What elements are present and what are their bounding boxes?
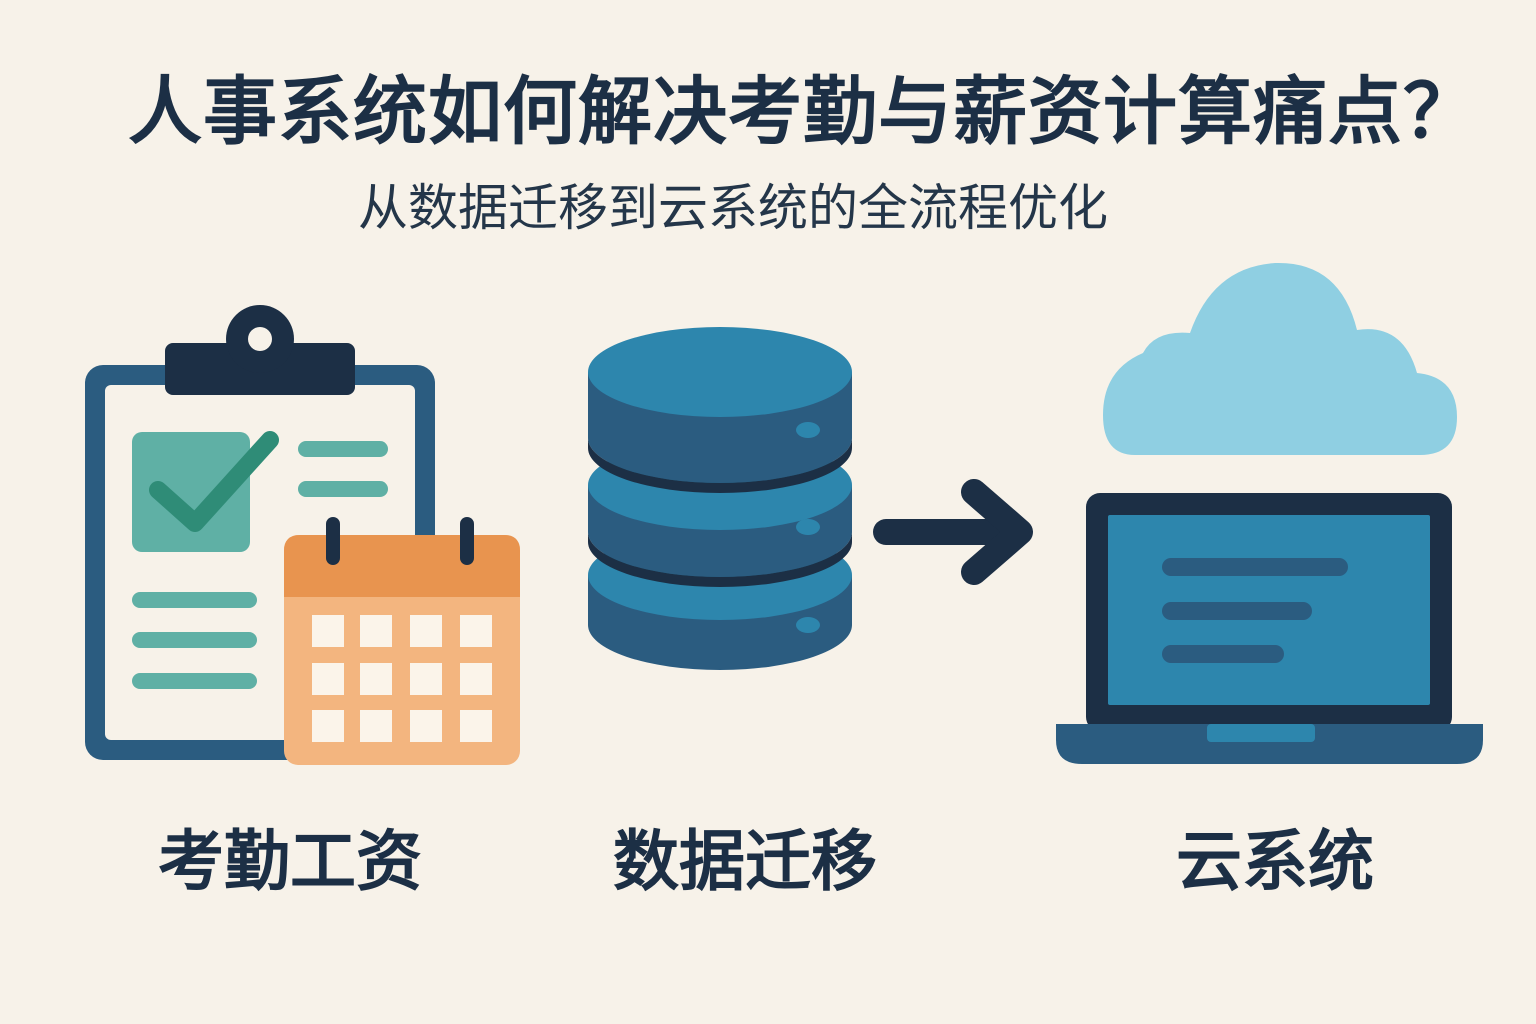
database-icon: [588, 327, 852, 670]
step-label-attendance-payroll: 考勤工资: [158, 823, 422, 900]
laptop-icon: [1056, 493, 1483, 764]
page-title: 人事系统如何解决考勤与薪资计算痛点？: [128, 69, 1478, 155]
arrow-right-icon: [873, 479, 1033, 585]
step-label-data-migration: 数据迁移: [613, 823, 877, 900]
clipboard-calendar-icon: [85, 305, 520, 765]
checkmark-icon: [149, 431, 279, 532]
cloud-icon: [1103, 262, 1457, 455]
check-box: [132, 432, 250, 552]
calendar-icon: [284, 517, 520, 765]
page-subtitle: 从数据迁移到云系统的全流程优化: [358, 179, 1108, 237]
step-label-cloud-system: 云系统: [1176, 823, 1374, 900]
